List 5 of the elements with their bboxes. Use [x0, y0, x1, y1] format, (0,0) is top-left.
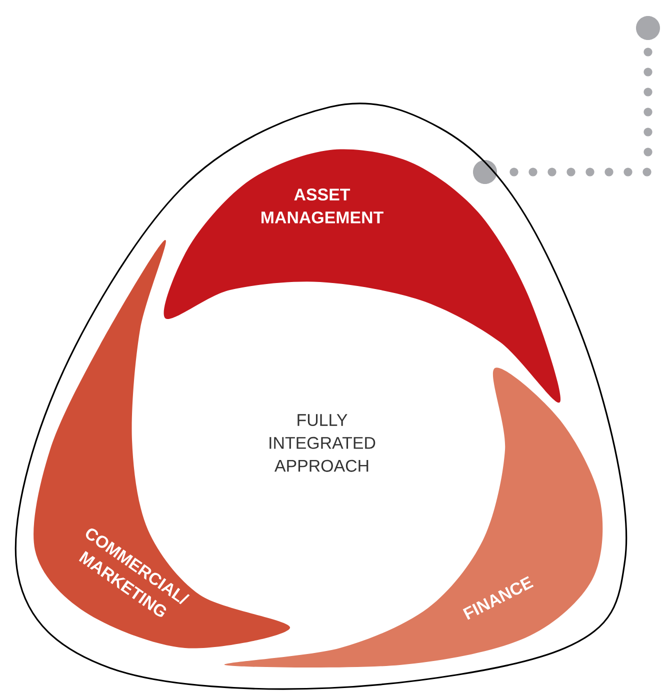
- outline-shape: [14, 102, 628, 690]
- node-label: FULLY INTEGRATED APPROACH: [270, 414, 376, 472]
- petal-shape: [224, 368, 603, 668]
- node-label: ASSET MANAGEMENT: [262, 188, 384, 224]
- petal-shape: [164, 149, 560, 403]
